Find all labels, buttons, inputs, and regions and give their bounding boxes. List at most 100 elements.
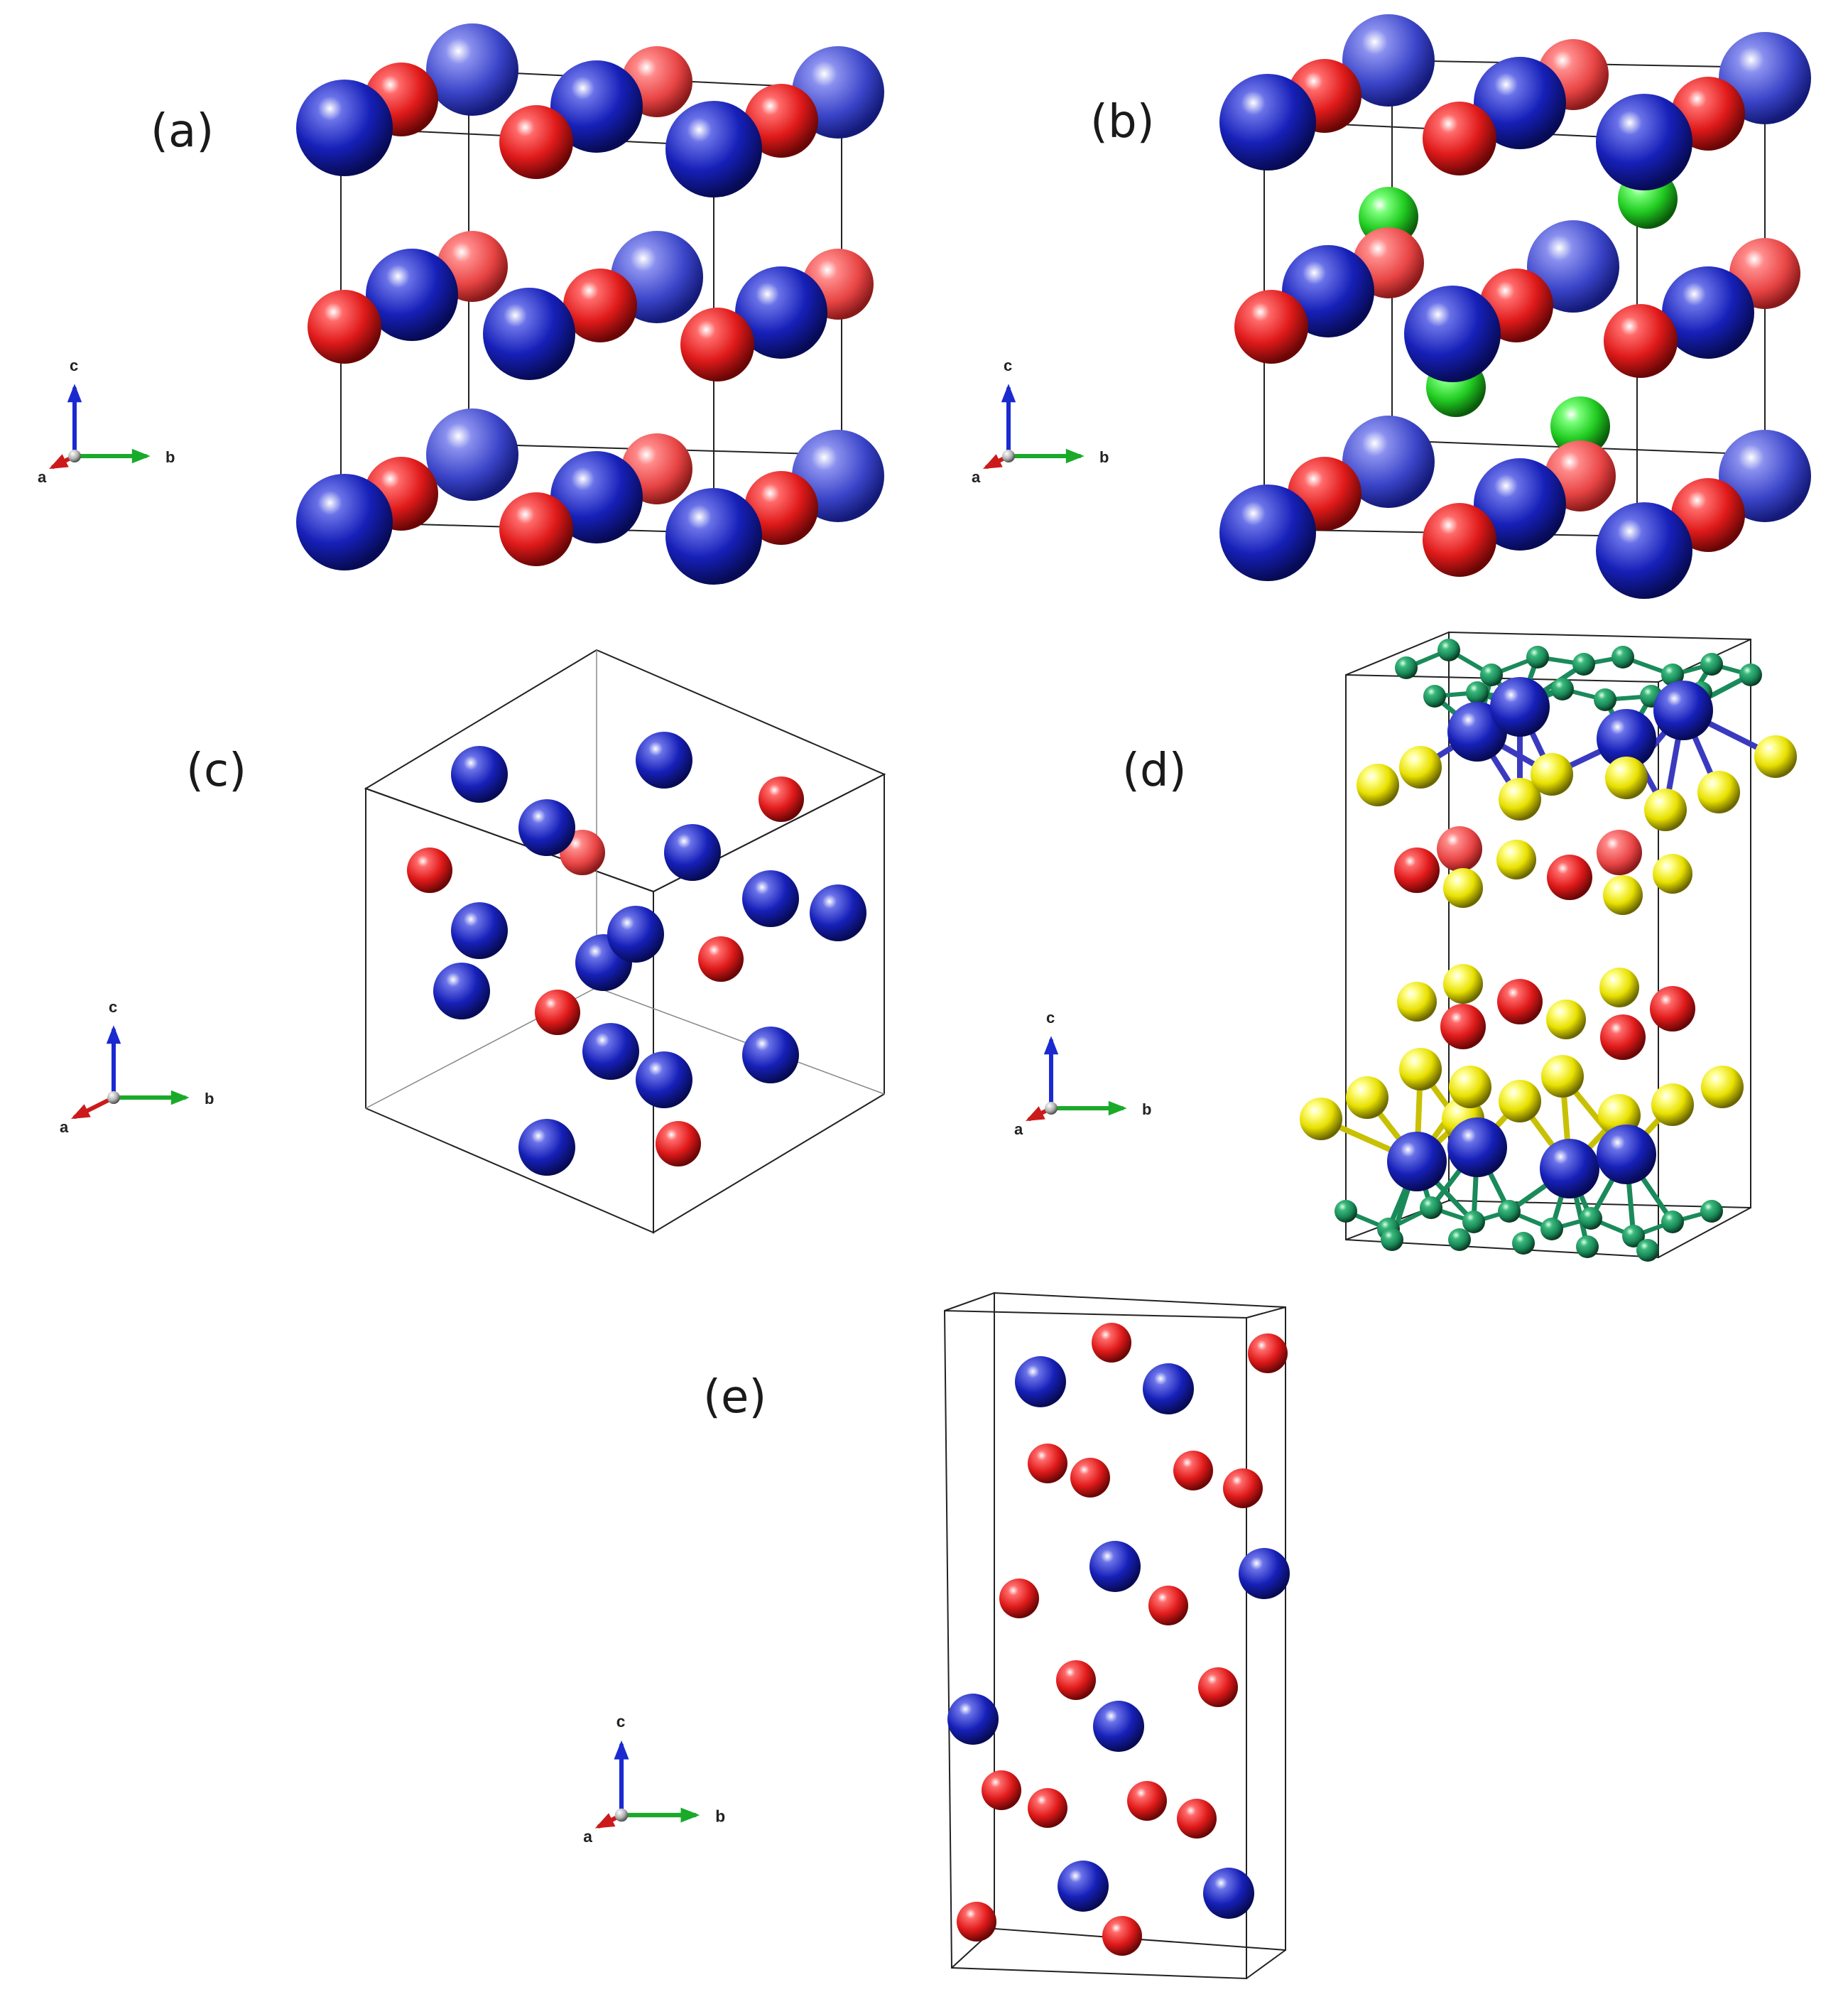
red-atom [1070, 1458, 1110, 1498]
cell-edge [1246, 1306, 1286, 1319]
yellow-atom [1443, 964, 1483, 1004]
red-atom [1177, 1799, 1217, 1839]
panel-label-b: (b) [1090, 96, 1155, 148]
teal-atom [1551, 678, 1574, 700]
cell-edge-c-top [364, 649, 886, 893]
triad-c-a-arrow-head [70, 1104, 91, 1120]
teal-atom [1420, 1196, 1442, 1219]
teal-atom [1739, 664, 1762, 686]
teal-atom [1437, 639, 1460, 661]
blue-atom [1093, 1701, 1144, 1752]
yellow-atom [1651, 1083, 1694, 1126]
blue-atom [1342, 14, 1435, 107]
blue-atom [1447, 1117, 1507, 1177]
cell-edge [1345, 632, 1450, 676]
red-atom [1650, 986, 1695, 1032]
red-atom [1440, 1004, 1486, 1049]
yellow-atom [1300, 1098, 1342, 1140]
triad-b-b-arrow-head [1065, 448, 1085, 464]
red-atom [999, 1579, 1039, 1618]
yellow-atom [1449, 1066, 1491, 1108]
blue-atom [1387, 1132, 1447, 1191]
teal-atom [1512, 1232, 1535, 1255]
blue-atom [1719, 430, 1811, 522]
red-atom [1234, 290, 1308, 364]
red-atom [656, 1121, 701, 1166]
triad-a-b-arrow-head [131, 448, 151, 464]
red-atom [1604, 304, 1678, 378]
yellow-atom [1653, 854, 1692, 894]
red-atom [1028, 1444, 1067, 1483]
teal-atom [1498, 1200, 1521, 1223]
yellow-atom [1399, 746, 1442, 789]
red-atom [982, 1770, 1021, 1810]
blue-atom [1058, 1861, 1109, 1912]
yellow-atom [1399, 1048, 1442, 1090]
axis-origin [614, 1808, 629, 1822]
blue-atom [665, 101, 762, 197]
red-atom [744, 471, 818, 545]
blue-atom [1653, 681, 1713, 740]
cell-edge [1246, 1949, 1286, 1979]
yellow-atom [1541, 1055, 1584, 1098]
red-atom [1127, 1781, 1167, 1821]
blue-atom [1219, 484, 1316, 581]
red-atom [535, 990, 580, 1035]
yellow-atom [1496, 840, 1536, 879]
yellow-atom [1397, 982, 1437, 1022]
teal-atom [1462, 1211, 1485, 1233]
red-atom [1597, 830, 1642, 875]
blue-atom [1662, 266, 1754, 359]
teal-atom [1636, 1239, 1659, 1262]
blue-atom [636, 1051, 692, 1108]
red-atom [1173, 1451, 1213, 1490]
red-atom [1423, 102, 1496, 175]
blue-atom [550, 451, 643, 543]
axis-label-a: a [1014, 1120, 1023, 1138]
red-atom [499, 492, 573, 566]
blue-atom [664, 824, 721, 881]
triad-b-c-arrow-head [1001, 384, 1016, 403]
red-atom [1028, 1788, 1067, 1828]
triad-e-a-arrow-head [594, 1813, 616, 1829]
teal-atom [1448, 1228, 1471, 1251]
red-atom [1056, 1660, 1096, 1700]
teal-atom [1661, 1211, 1684, 1233]
blue-atom [636, 732, 692, 789]
teal-atom [1622, 1225, 1645, 1247]
triad-d-c-arrow-head [1043, 1036, 1059, 1055]
axis-origin [107, 1091, 120, 1104]
yellow-atom [1701, 1066, 1744, 1108]
green-atom [1550, 396, 1610, 456]
blue-atom [735, 266, 827, 359]
yellow-atom [1346, 1076, 1388, 1119]
red-atom [1248, 1333, 1288, 1373]
blue-atom [1239, 1548, 1290, 1599]
axis-label-b: b [1099, 448, 1109, 466]
axis-label-a: a [38, 468, 47, 486]
teal-atom [1594, 688, 1616, 711]
red-atom [1198, 1667, 1238, 1707]
blue-atom [1342, 416, 1435, 508]
panel-label-c: (c) [186, 745, 247, 797]
axis-label-c: c [1046, 1009, 1055, 1027]
cell-edge [1658, 1207, 1751, 1258]
panel-label-d: (d) [1122, 745, 1187, 797]
blue-atom [582, 1023, 639, 1080]
teal-atom [1576, 1235, 1599, 1258]
teal-atom [1526, 646, 1549, 668]
axis-origin [1045, 1102, 1058, 1115]
blue-atom [1596, 94, 1692, 190]
blue-atom [426, 408, 518, 501]
axis-origin [1002, 450, 1015, 462]
blue-atom [947, 1694, 999, 1745]
blue-atom [433, 963, 490, 1019]
blue-atom [742, 1027, 799, 1083]
red-atom [1148, 1586, 1188, 1625]
red-atom [1547, 855, 1592, 900]
blue-atom [1089, 1541, 1141, 1592]
teal-atom [1423, 685, 1446, 708]
blue-atom [1474, 57, 1566, 149]
